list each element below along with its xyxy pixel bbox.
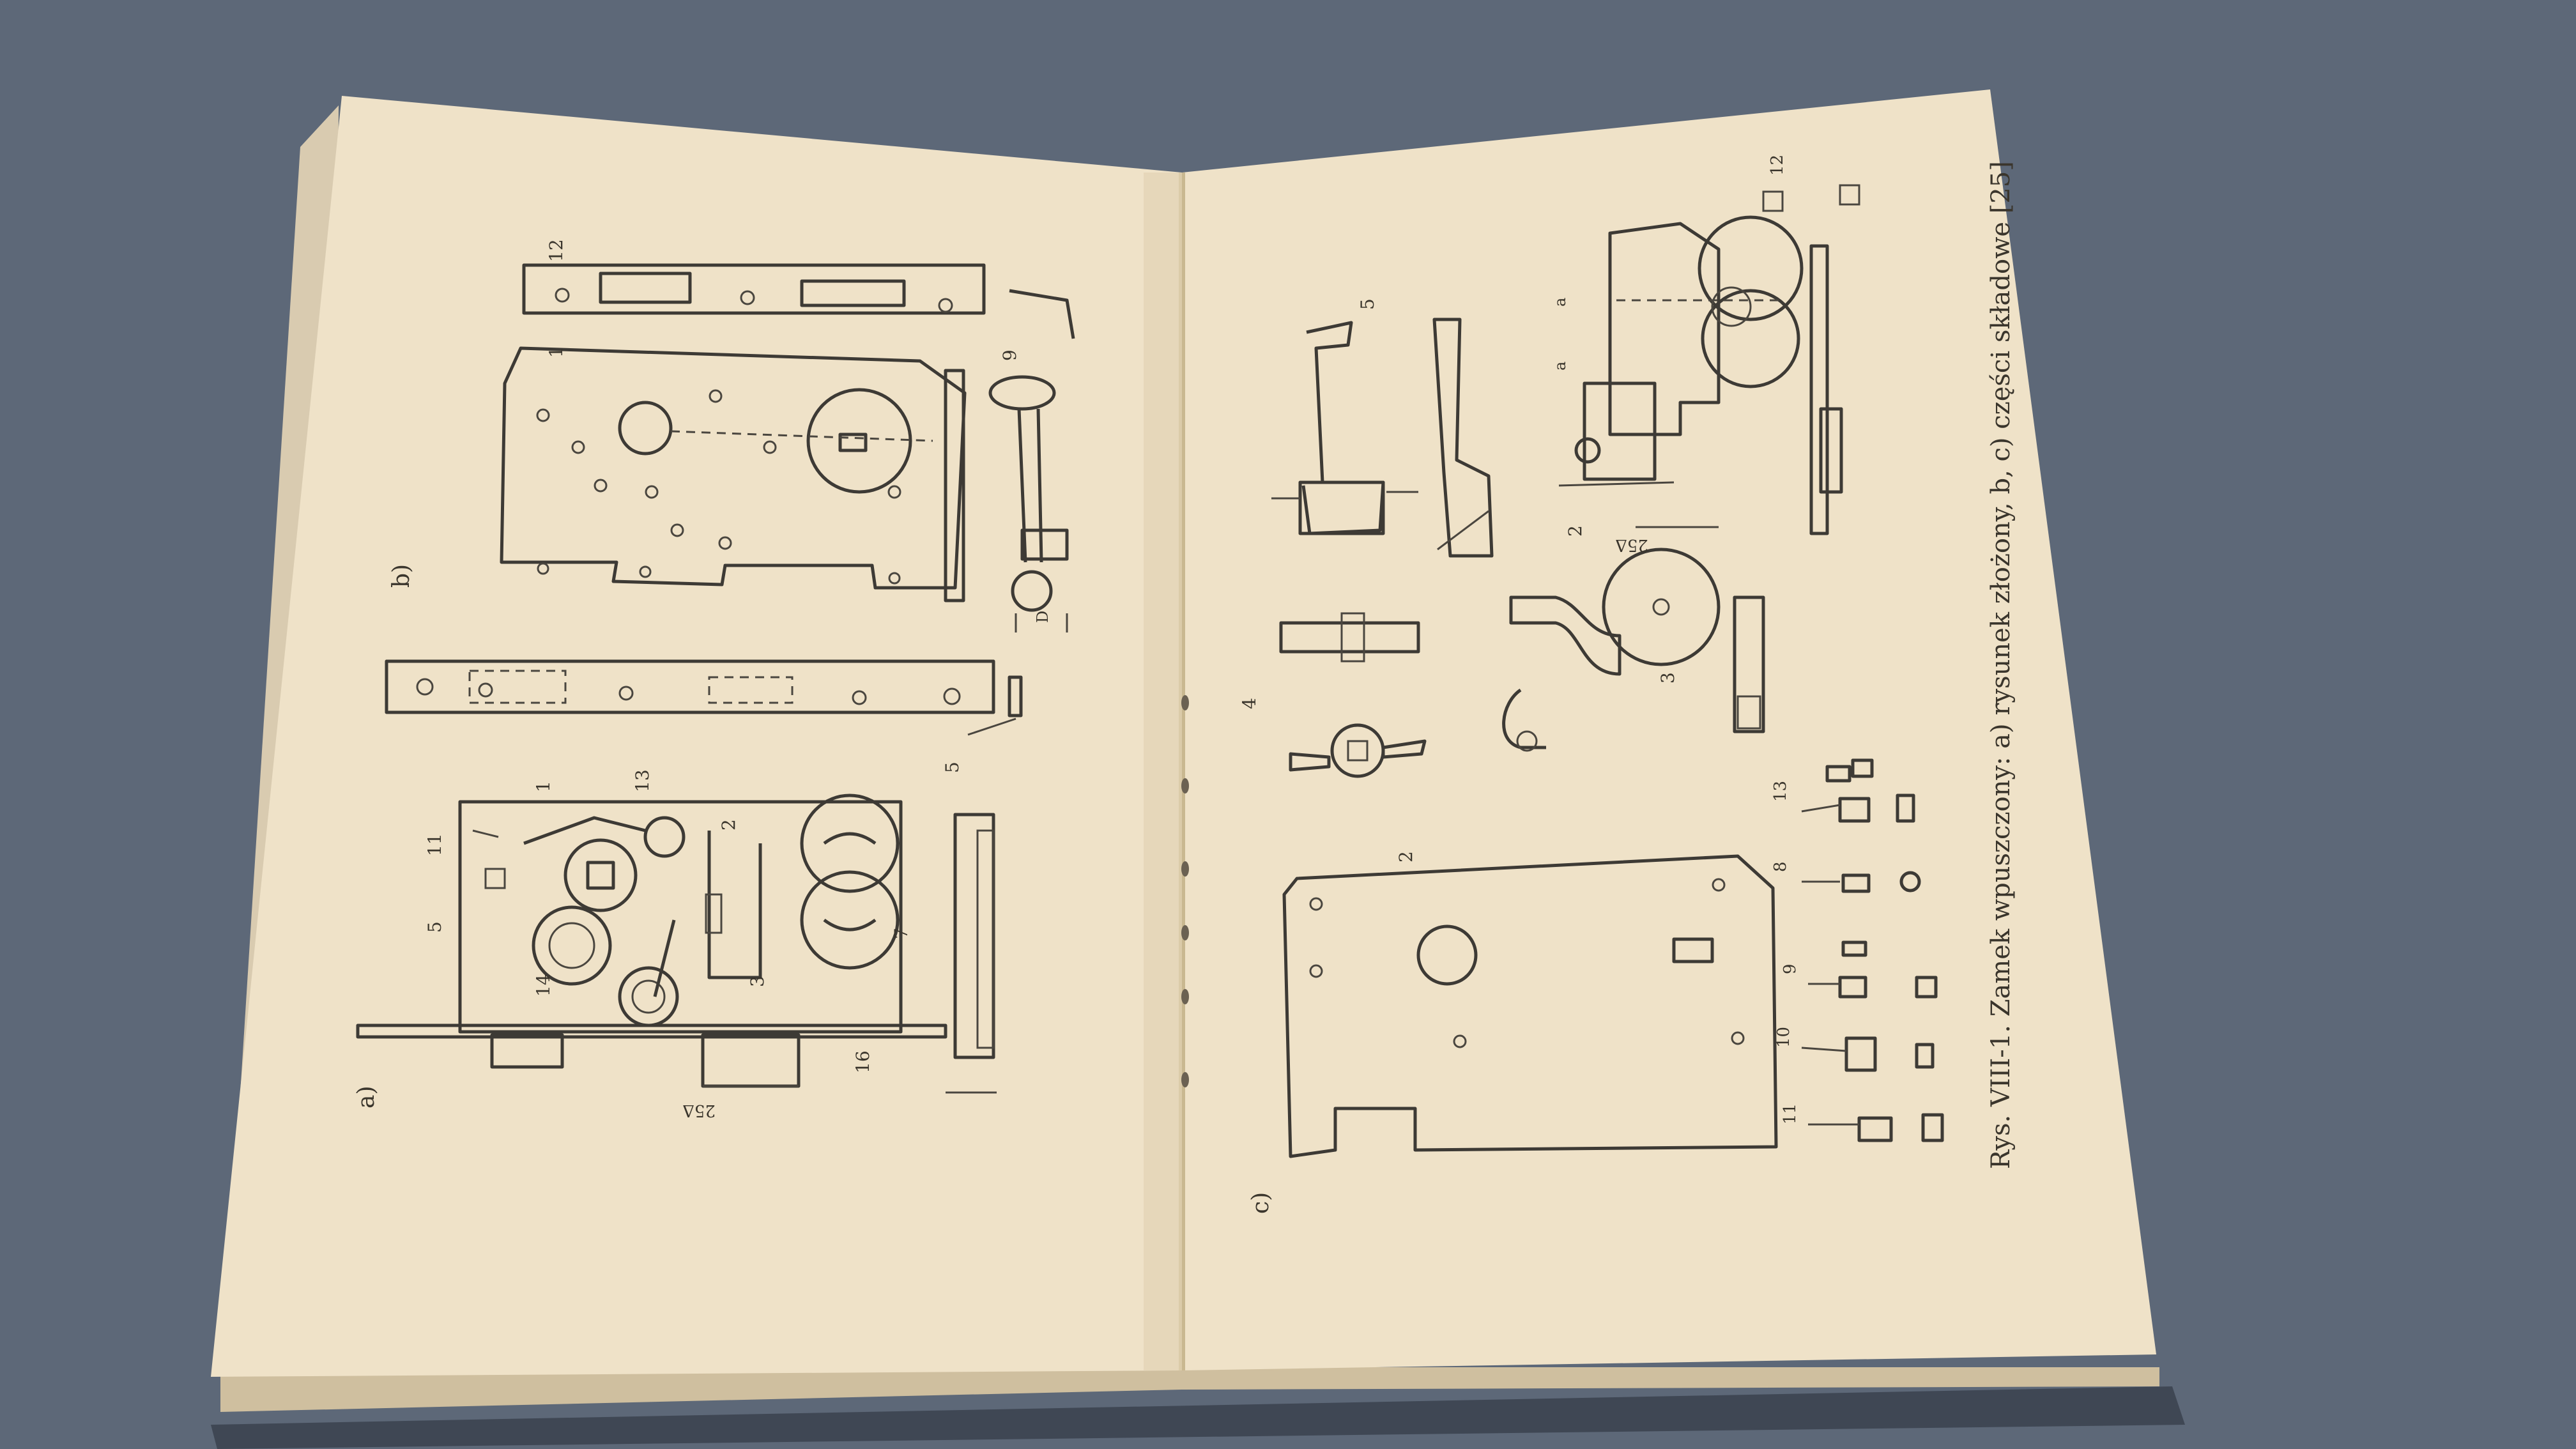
part-number-16-a: 16 [852, 1050, 873, 1073]
part-number-9: 9 [999, 349, 1020, 361]
part-number-2-b: 2 [1565, 525, 1586, 537]
part-number-3-a: 3 [747, 976, 768, 987]
left-page-drawings [356, 263, 1075, 1094]
latch-bolt-drawing [1271, 318, 1494, 558]
part-number-11-a: 11 [424, 833, 445, 856]
part-number-5-right: 5 [1357, 298, 1378, 310]
bracket-part [1009, 289, 1075, 339]
part-number-5-a: 5 [424, 921, 445, 933]
book-page-edges-bottom [220, 1367, 2159, 1412]
dimension-a-2: a [1551, 298, 1569, 307]
part-number-13-a: 13 [632, 769, 653, 792]
right-page-labels: c) 5 4 2 2 3 12 13 8 9 10 11 25Δ a a Rys… [1239, 155, 2016, 1214]
face-plate-top [522, 263, 986, 315]
screw-parts [1801, 758, 1944, 1142]
part-number-8-right: 8 [1771, 861, 1790, 872]
side-bar [944, 369, 965, 602]
part-number-2-a: 2 [718, 819, 739, 831]
part-number-4-right: 4 [1239, 698, 1260, 709]
part-number-10-right: 10 [1774, 1027, 1793, 1048]
part-number-12-right: 12 [1768, 155, 1787, 176]
dimension-25a-right: 25Δ [1615, 535, 1648, 555]
left-page-labels: b) a) 12 1 9 5 1 13 11 5 2 7 14 3 16 25Δ… [353, 239, 1052, 1120]
part-number-5: 5 [942, 762, 963, 773]
panel-label-c: c) [1248, 1192, 1274, 1214]
tumbler-drawing [1279, 612, 1427, 778]
assembled-part-top-right [1558, 184, 1860, 535]
left-page [211, 96, 1182, 1377]
right-page [1182, 89, 2156, 1370]
key-drawing [988, 375, 1069, 632]
figure-caption: Rys. VIII-1. Zamek wpuszczony: a) rysune… [1986, 161, 2016, 1169]
part-number-12: 12 [546, 239, 567, 262]
part-number-9-right: 9 [1781, 963, 1800, 974]
part-number-14-a: 14 [533, 974, 554, 997]
panel-label-a: a) [353, 1085, 379, 1108]
part-number-11-right: 11 [1781, 1103, 1800, 1124]
dimension-d-left: D [1034, 611, 1052, 623]
part-number-13-right: 13 [1771, 781, 1790, 802]
right-page-drawings [1271, 184, 1944, 1158]
part-number-7-a: 7 [891, 928, 912, 939]
lock-case-plate-c [1282, 854, 1778, 1158]
assembled-lock-a [356, 793, 947, 1088]
gutter-shade [1144, 172, 1182, 1370]
lever-spring-drawing [1502, 548, 1765, 752]
part-number-3-right: 3 [1657, 672, 1678, 684]
part-number-1-a: 1 [533, 781, 554, 792]
binding-holes [1181, 695, 1189, 1087]
book-shadow [211, 1386, 2185, 1449]
panel-label-b: b) [388, 564, 415, 588]
dimension-a-1: a [1551, 362, 1569, 371]
part-number-2-large: 2 [1395, 851, 1416, 862]
part-number-1: 1 [546, 346, 567, 358]
face-plate-lower [385, 659, 995, 714]
dimension-25a-left: 25Δ [682, 1101, 716, 1120]
